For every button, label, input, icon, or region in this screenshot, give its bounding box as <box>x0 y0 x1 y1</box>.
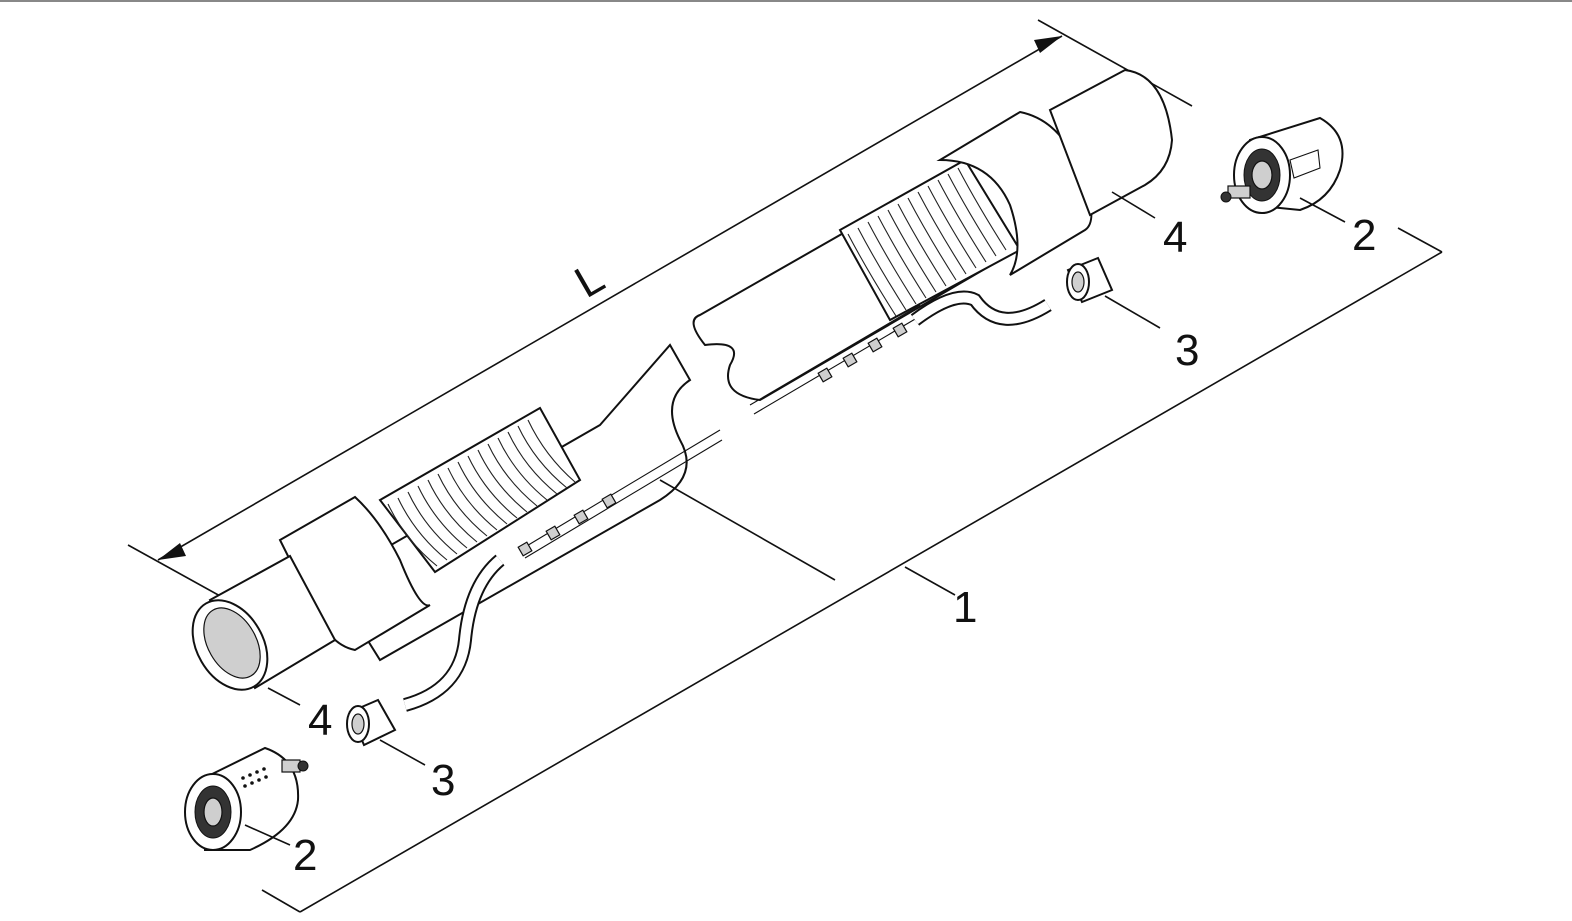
leader-item-4-left <box>268 688 300 705</box>
callout-item-2-right: 2 <box>1352 211 1376 260</box>
coupling-left-nozzle <box>282 760 300 772</box>
dimension-label: L <box>567 253 613 308</box>
leader-item-1 <box>660 480 835 580</box>
callout-item-3-right: 3 <box>1175 326 1199 375</box>
hose-left-section <box>177 345 722 705</box>
coupling-left <box>185 748 308 850</box>
leader-item-3-left <box>380 740 425 765</box>
coupling-right <box>1221 118 1345 222</box>
leader-item-4-right <box>1112 192 1155 218</box>
nut-right <box>1067 258 1160 328</box>
callout-item-4-left: 4 <box>308 696 332 745</box>
leader-item-1-tick <box>905 567 955 595</box>
callout-item-3-left: 3 <box>431 756 455 805</box>
callout-item-4-right: 4 <box>1163 213 1187 262</box>
leader-item-2-right <box>1300 198 1345 222</box>
callout-item-1: 1 <box>953 583 977 632</box>
callout-item-2-left: 2 <box>293 831 317 880</box>
hose-right-section <box>694 70 1172 414</box>
leader-item-3-right <box>1105 296 1160 328</box>
